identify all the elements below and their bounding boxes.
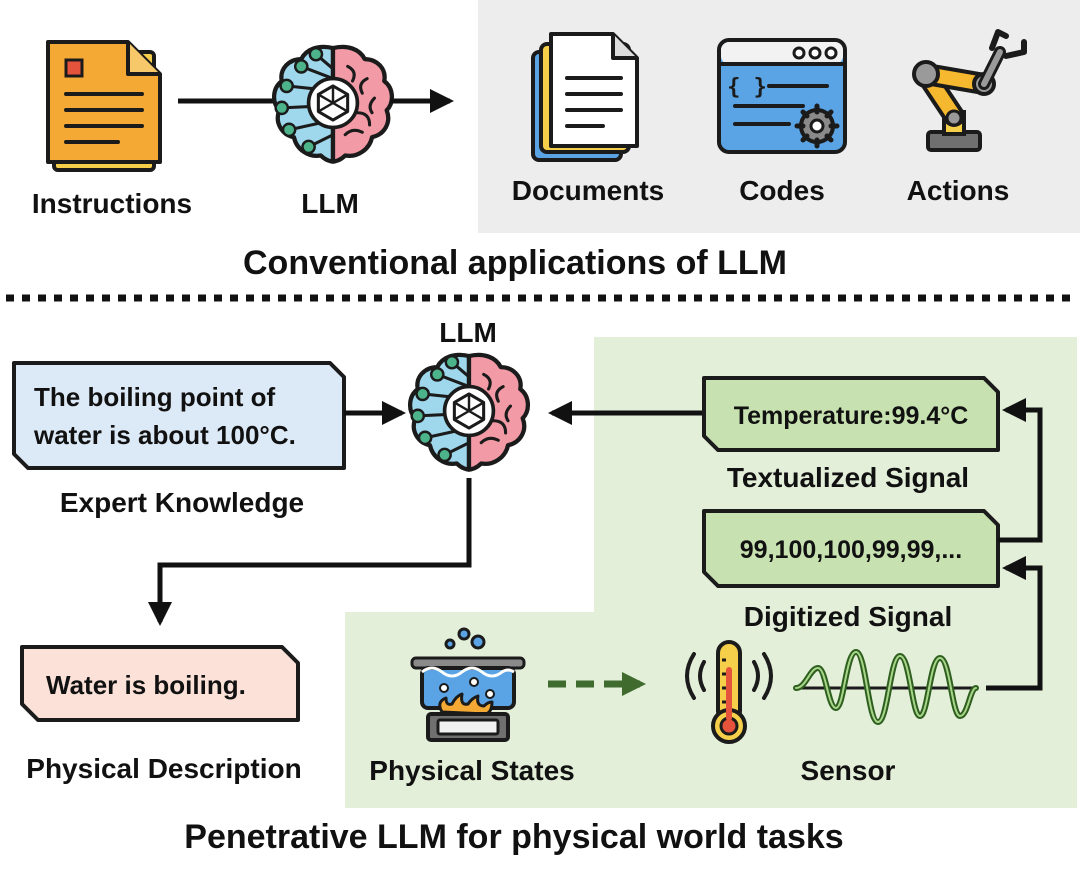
digit-signal-label: Digitized Signal bbox=[744, 601, 952, 632]
actions-label: Actions bbox=[907, 175, 1010, 206]
textual-signal-box bbox=[702, 376, 1000, 452]
boiling-pot-icon bbox=[410, 627, 526, 742]
codes-label: Codes bbox=[739, 175, 825, 206]
physical-states-label: Physical States bbox=[369, 755, 574, 786]
bottom-llm-label: LLM bbox=[439, 317, 497, 348]
textual-signal-text: Temperature:99.4°C bbox=[734, 402, 969, 430]
sensor-to-digit-arrow bbox=[986, 556, 1043, 691]
bottom-brain-icon bbox=[410, 355, 528, 470]
description-text: Water is boiling. bbox=[46, 670, 246, 700]
description-box bbox=[20, 645, 300, 722]
thermometer-icon bbox=[685, 640, 773, 744]
digit-signal-text: 99,100,100,99,99,... bbox=[740, 536, 962, 564]
instructions-label: Instructions bbox=[32, 188, 192, 219]
knowledge-text-line1: The boiling point of bbox=[34, 382, 276, 412]
code-braces: { } bbox=[727, 75, 767, 100]
bottom-section-title: Penetrative LLM for physical world tasks bbox=[184, 818, 843, 856]
textual-signal-label: Textualized Signal bbox=[727, 462, 969, 493]
robot-arm-icon bbox=[912, 29, 1027, 152]
knowledge-box bbox=[12, 361, 346, 470]
codes-icon: { } bbox=[717, 38, 847, 154]
description-label: Physical Description bbox=[26, 753, 301, 784]
digit-signal-box bbox=[702, 509, 1000, 588]
knowledge-text-line2: water is about 100°C. bbox=[33, 420, 296, 450]
top-llm-label: LLM bbox=[301, 188, 359, 219]
llm-to-description-arrow bbox=[148, 478, 472, 626]
digit-to-textual-arrow bbox=[998, 398, 1043, 543]
top-section-title: Conventional applications of LLM bbox=[243, 244, 787, 282]
sensor-label: Sensor bbox=[801, 755, 896, 786]
top-brain-icon bbox=[274, 47, 392, 162]
documents-icon bbox=[531, 32, 639, 162]
instructions-icon bbox=[46, 40, 162, 172]
knowledge-label: Expert Knowledge bbox=[60, 487, 304, 518]
documents-label: Documents bbox=[512, 175, 664, 206]
